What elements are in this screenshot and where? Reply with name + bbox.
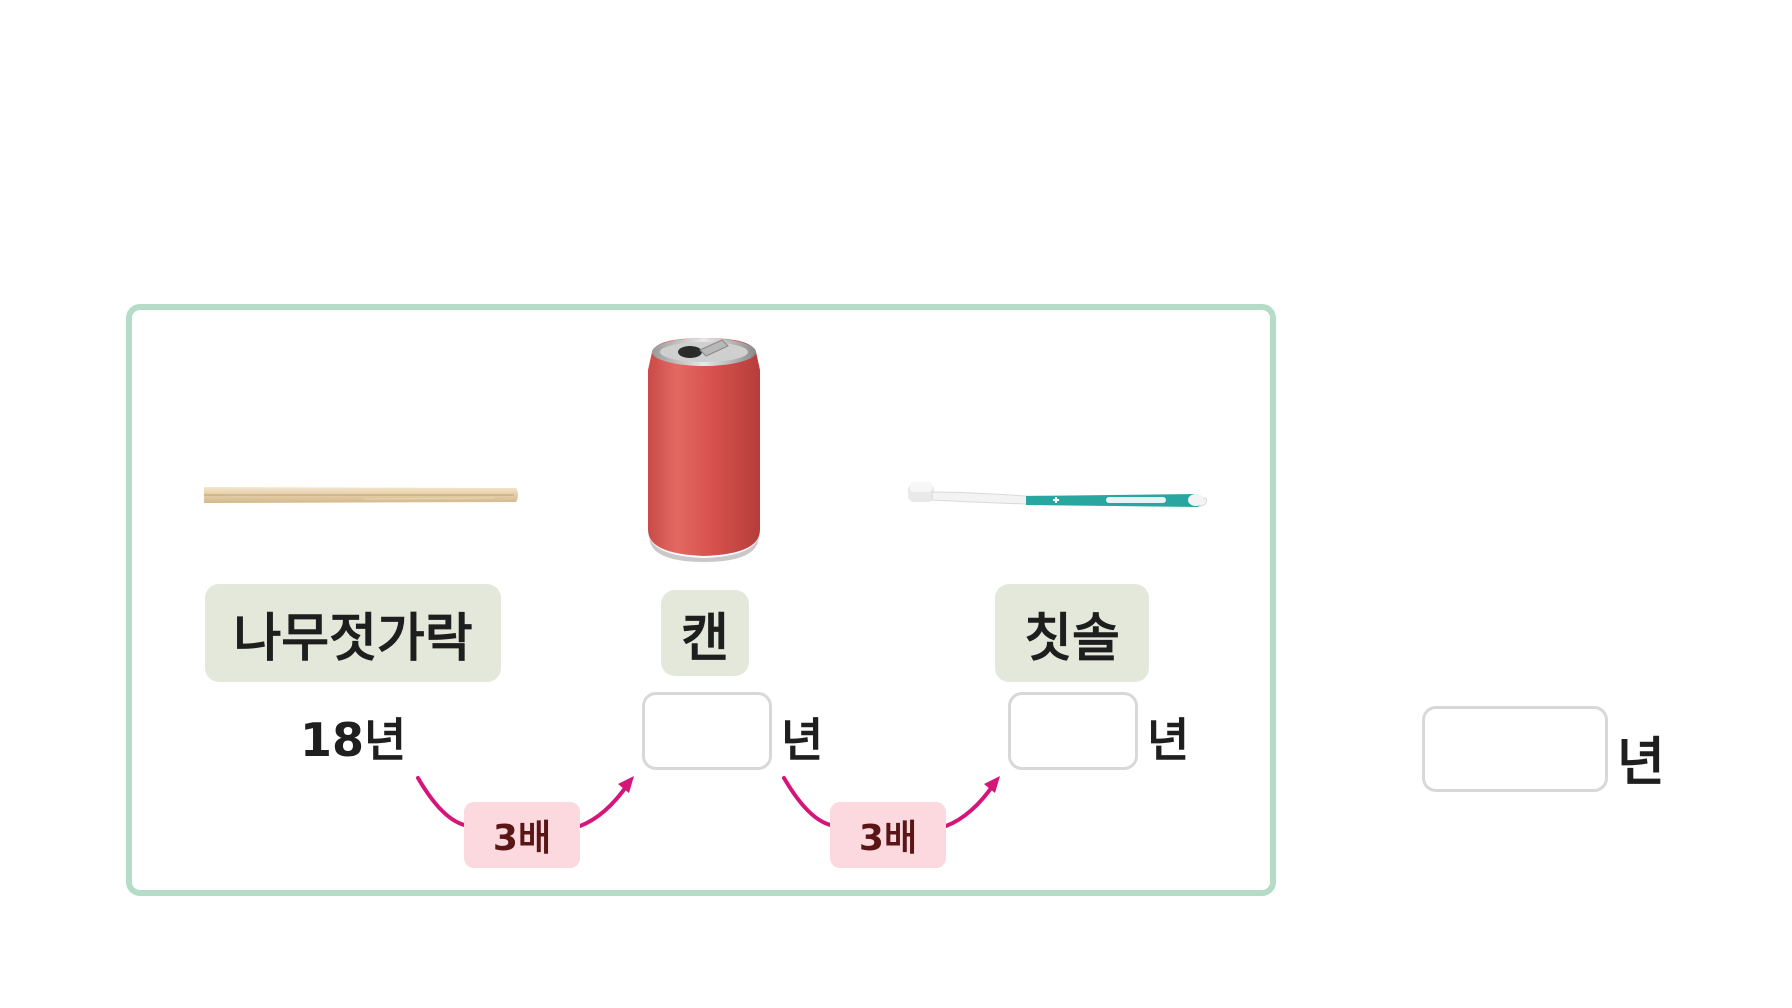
can-image xyxy=(648,338,760,562)
final-answer-input[interactable] xyxy=(1422,706,1608,792)
chopstick-image xyxy=(204,487,518,503)
item-label-can: 캔 xyxy=(661,590,749,676)
can-years-input[interactable] xyxy=(642,692,772,770)
comparison-panel xyxy=(126,304,1276,896)
toothbrush-image xyxy=(908,482,1207,507)
item-label-toothbrush: 칫솔 xyxy=(995,584,1149,682)
ratio-badge-2: 3배 xyxy=(830,802,946,868)
toothbrush-years-input[interactable] xyxy=(1008,692,1138,770)
final-answer-unit: 년 xyxy=(1617,733,1665,793)
can-years-unit: 년 xyxy=(781,713,824,767)
item-label-chopsticks: 나무젓가락 xyxy=(205,584,501,682)
ratio-badge-1: 3배 xyxy=(464,802,580,868)
toothbrush-years-unit: 년 xyxy=(1147,713,1190,767)
chopsticks-years-value: 18년 xyxy=(300,713,407,767)
